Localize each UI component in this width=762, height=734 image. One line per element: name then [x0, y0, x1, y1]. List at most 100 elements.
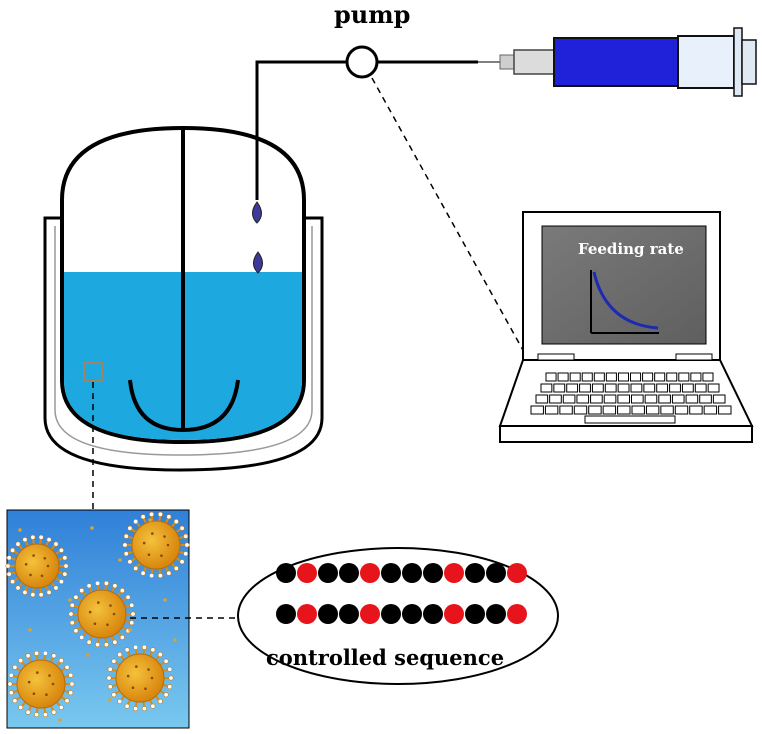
sequence-bead-black — [465, 604, 485, 624]
sequence-bead-black — [486, 604, 506, 624]
sample-box — [83, 362, 103, 382]
pump-label: pump — [334, 0, 411, 29]
nanoparticle-icon — [68, 580, 136, 648]
keyboard-key — [617, 405, 631, 415]
pump-icon — [345, 45, 379, 79]
sequence-bead-red — [444, 604, 464, 624]
keyboard-key — [545, 372, 557, 382]
droplet-icon — [253, 251, 263, 274]
keyboard-key — [671, 394, 685, 404]
keyboard-key — [669, 383, 681, 393]
sequence-bead-black — [402, 604, 422, 624]
keyboard-key — [694, 383, 707, 393]
keyboard-key — [603, 394, 617, 404]
keyboard-key — [562, 394, 576, 404]
sequence-bead-black — [318, 563, 338, 583]
keyboard-key — [630, 372, 642, 382]
keyboard-key — [540, 383, 553, 393]
speck — [148, 518, 152, 522]
speck — [18, 528, 22, 532]
sequence-bead-black — [402, 563, 422, 583]
speck — [86, 653, 90, 657]
sequence-bead-black — [276, 604, 296, 624]
keyboard-key — [718, 405, 732, 415]
stirrer-blade — [128, 379, 240, 433]
sequence-beads — [276, 563, 527, 624]
keyboard-key — [553, 383, 566, 393]
keyboard-key — [573, 405, 588, 415]
keyboard-key — [576, 394, 590, 404]
keyboard-key — [690, 372, 702, 382]
sequence-bead-black — [381, 604, 401, 624]
feed-tube — [255, 60, 346, 200]
sequence-bead-black — [465, 563, 485, 583]
controlled-sequence-label: controlled sequence — [266, 645, 505, 670]
keyboard-key — [631, 394, 644, 404]
keyboard-key — [617, 394, 630, 404]
keyboard-key — [660, 405, 674, 415]
keyboard-key — [654, 372, 666, 382]
sequence-bead-black — [486, 563, 506, 583]
keyboard-key — [569, 372, 581, 382]
keyboard-key — [703, 405, 718, 415]
keyboard-key — [566, 383, 579, 393]
sequence-bead-black — [339, 604, 359, 624]
feeding-rate-label: Feeding rate — [578, 240, 684, 258]
sequence-bead-red — [507, 563, 527, 583]
speck — [118, 558, 122, 562]
keyboard-key — [557, 372, 569, 382]
speck — [108, 698, 112, 702]
keyboard-key — [617, 372, 630, 382]
keyboard-key — [581, 372, 593, 382]
nanoparticle-icon — [7, 650, 75, 718]
sequence-bead-black — [276, 563, 296, 583]
speck — [68, 598, 72, 602]
keyboard-key — [588, 405, 602, 415]
sequence-bead-red — [507, 604, 527, 624]
keyboard-key — [702, 372, 714, 382]
keyboard-key — [643, 383, 656, 393]
keyboard-key — [712, 394, 726, 404]
speck — [163, 598, 167, 602]
keyboard-key — [645, 405, 660, 415]
keyboard-key — [656, 383, 669, 393]
keyboard-key — [630, 383, 643, 393]
keyboard-key — [631, 405, 645, 415]
sequence-bead-red — [297, 563, 317, 583]
nanoparticle-icon — [5, 534, 69, 598]
keyboard-key — [644, 394, 658, 404]
control-link — [371, 77, 525, 353]
keyboard-key — [681, 383, 694, 393]
keyboard-key — [674, 405, 689, 415]
keyboard-key — [605, 372, 617, 382]
keyboard-key — [535, 394, 549, 404]
sequence-bead-black — [339, 563, 359, 583]
keyboard-key — [666, 372, 678, 382]
laptop-screen — [541, 225, 707, 345]
keyboard-key — [658, 394, 671, 404]
keyboard-key — [689, 405, 703, 415]
keyboard-key — [593, 372, 605, 382]
speck — [90, 526, 94, 530]
keyboard-key — [590, 394, 603, 404]
droplet-icon — [252, 201, 262, 224]
keyboard-key — [530, 405, 544, 415]
sequence-bead-red — [444, 563, 464, 583]
nanoparticle-icon — [122, 511, 190, 579]
keyboard-key — [579, 383, 591, 393]
sequence-bead-red — [297, 604, 317, 624]
sequence-bead-black — [318, 604, 338, 624]
sequence-bead-black — [381, 563, 401, 583]
keyboard-key — [549, 394, 562, 404]
keyboard-key — [685, 394, 699, 404]
keyboard-key — [604, 383, 617, 393]
keyboard-key — [707, 383, 720, 393]
keyboard-key — [617, 383, 630, 393]
keyboard-key — [678, 372, 690, 382]
keyboard-key — [559, 405, 573, 415]
laptop-icon — [498, 211, 754, 443]
speck — [173, 638, 177, 642]
keyboard-spacebar — [584, 415, 676, 424]
speck — [28, 628, 32, 632]
